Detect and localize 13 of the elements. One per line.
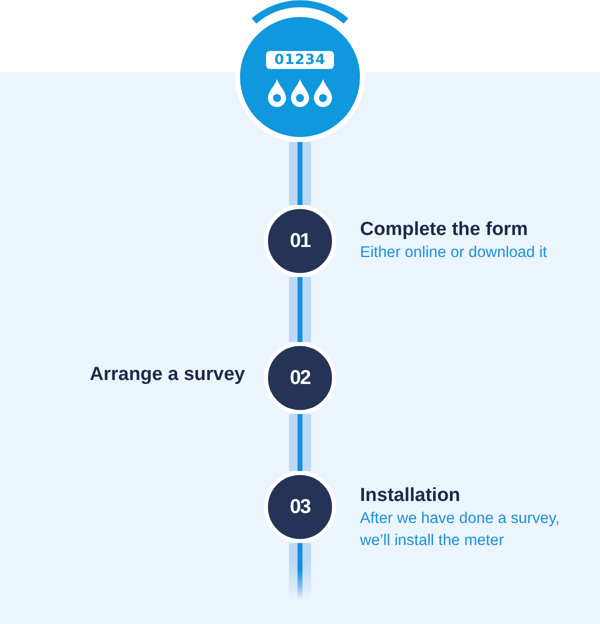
step-number-circle: 03 [264, 471, 336, 543]
step-description: Either online or download it [360, 243, 547, 263]
connector-line [289, 414, 311, 471]
step-description: After we have done a survey, we’ll install the meter [360, 509, 561, 551]
meter-reading: 01234 [266, 50, 334, 68]
step-title: Complete the form [360, 219, 528, 241]
connector-line [289, 142, 311, 205]
step-number-circle: 01 [264, 205, 336, 277]
connector-line [289, 277, 311, 342]
step-title: Arrange a survey [90, 364, 245, 386]
step-number-circle: 02 [264, 342, 336, 414]
step-title: Installation [360, 485, 460, 507]
connector-line [289, 543, 311, 600]
